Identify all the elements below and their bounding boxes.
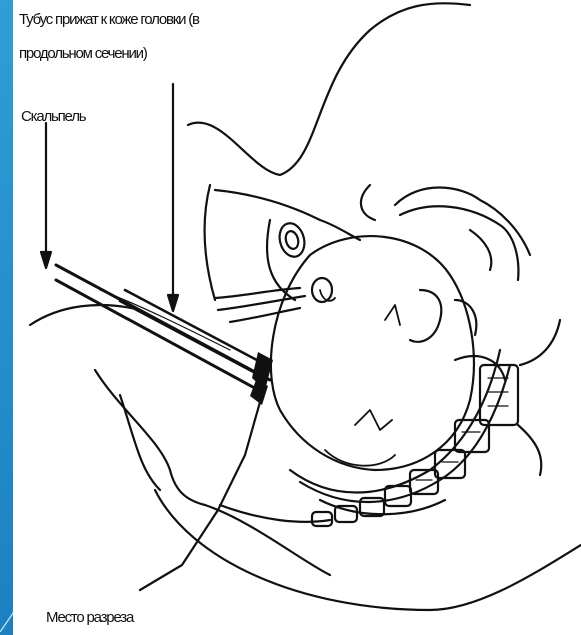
incision-site-label: Место разреза [46,610,133,625]
incision-pointer-line [140,395,262,590]
tube-label-line-1: Тубус прижат к коже головки (в [19,12,199,27]
upper-tissue-folds [188,3,470,322]
tube-pointer-arrow [168,84,178,311]
vertebra-texture [416,378,508,480]
tube-label-line-2: продольном сечении) [19,46,147,61]
scalpel-pointer-arrow [41,123,51,268]
tube-shape [120,290,273,405]
fetal-limbs [361,185,530,380]
scalpel-shape [56,265,270,392]
outer-body-contours [30,305,581,610]
scalpel-label: Скальпель [21,109,85,124]
fetal-head [271,236,474,470]
